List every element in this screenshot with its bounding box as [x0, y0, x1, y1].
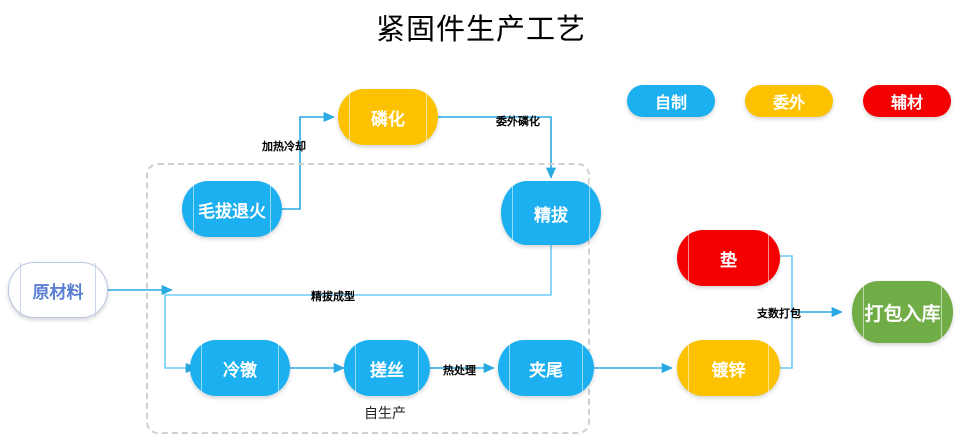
legend-label: 辅材	[890, 93, 923, 112]
cylinder-edge-right	[270, 181, 271, 237]
edge-label-count-packing: 支数打包	[757, 307, 801, 320]
node-label: 精拔	[534, 205, 568, 226]
cylinder-edge-right	[941, 281, 942, 343]
cylinder-edge-left	[863, 281, 864, 343]
cylinder-edge-right	[768, 340, 769, 396]
self-production-group	[146, 163, 590, 434]
node-raw-material[interactable]: 原材料	[8, 262, 108, 318]
node-galvanizing[interactable]: 镀锌	[677, 340, 780, 396]
node-label: 夹尾	[529, 360, 563, 381]
cylinder-edge-left	[201, 340, 202, 396]
legend-label: 自制	[654, 93, 687, 112]
node-label: 磷化	[371, 109, 405, 130]
node-label: 搓丝	[370, 360, 404, 381]
node-label: 冷镦	[223, 360, 257, 381]
cylinder-edge-right	[768, 230, 769, 286]
cylinder-edge-left	[688, 340, 689, 396]
edge-label-heat-cool: 加热冷却	[262, 140, 306, 153]
cylinder-edge-left	[20, 263, 21, 317]
legend-pill-outsourced[interactable]: 委外	[745, 85, 833, 117]
node-phosphating[interactable]: 磷化	[338, 89, 438, 145]
node-tail-clamp[interactable]: 夹尾	[498, 340, 594, 396]
node-thread-rolling[interactable]: 搓丝	[344, 340, 430, 396]
cylinder-edge-left	[688, 230, 689, 286]
node-cold-heading[interactable]: 冷镦	[190, 340, 290, 396]
node-wire-anneal[interactable]: 毛拔退火	[182, 181, 282, 237]
node-packing-storage[interactable]: 打包入库	[852, 281, 953, 343]
edge-label-fine-draw-forming: 精拔成型	[311, 290, 355, 303]
cylinder-edge-right	[278, 340, 279, 396]
cylinder-edge-left	[509, 340, 510, 396]
edge-label-outsourced-phosphating: 委外磷化	[496, 115, 540, 128]
cylinder-edge-right	[95, 263, 96, 317]
edge-phosphating-to-finedraw	[438, 116, 557, 179]
node-label: 镀锌	[711, 360, 746, 381]
page-title: 紧固件生产工艺	[375, 12, 586, 46]
node-label: 垫	[720, 250, 737, 271]
legend-label: 委外	[772, 93, 805, 112]
node-label: 原材料	[32, 282, 84, 303]
cylinder-edge-right	[589, 181, 590, 245]
node-label: 毛拔退火	[198, 201, 266, 222]
node-label: 打包入库	[864, 302, 941, 325]
self-production-label: 自生产	[364, 406, 406, 422]
legend-pill-auxiliary[interactable]: 辅材	[863, 85, 951, 117]
cylinder-edge-left	[193, 181, 194, 237]
edge-label-heat-treatment: 热处理	[443, 364, 476, 377]
legend-pill-self-made[interactable]: 自制	[627, 85, 715, 117]
node-washer[interactable]: 垫	[677, 230, 780, 286]
cylinder-edge-right	[582, 340, 583, 396]
cylinder-edge-left	[349, 89, 350, 145]
cylinder-edge-right	[426, 89, 427, 145]
node-fine-draw[interactable]: 精拔	[501, 181, 601, 245]
cylinder-edge-left	[355, 340, 356, 396]
cylinder-edge-right	[418, 340, 419, 396]
edge-finedraw-to-coldheading	[164, 245, 552, 374]
cylinder-edge-left	[512, 181, 513, 245]
